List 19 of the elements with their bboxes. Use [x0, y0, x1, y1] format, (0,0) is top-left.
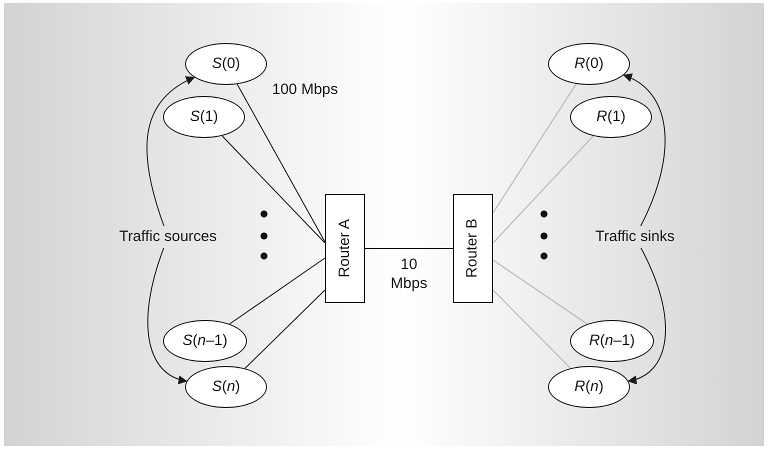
router-box: Router B	[453, 194, 493, 303]
curved-arrow	[628, 248, 666, 384]
group-label: Traffic sources	[96, 226, 240, 248]
link-line	[244, 290, 326, 369]
curved-arrow	[147, 248, 188, 384]
curved-arrow	[146, 76, 196, 226]
curved-arrow	[622, 74, 666, 226]
link-line	[236, 84, 326, 242]
edge-label: 10 Mbps	[390, 255, 428, 293]
group-label: Traffic sinks	[577, 226, 693, 248]
router-box: Router A	[325, 194, 365, 303]
link-line	[492, 135, 594, 244]
link-line	[492, 290, 571, 369]
link-line	[492, 260, 588, 325]
link-line	[229, 258, 326, 324]
edge-label: 100 Mbps	[272, 80, 338, 99]
link-line	[222, 135, 326, 244]
link-line	[364, 248, 454, 249]
link-line	[492, 83, 577, 214]
